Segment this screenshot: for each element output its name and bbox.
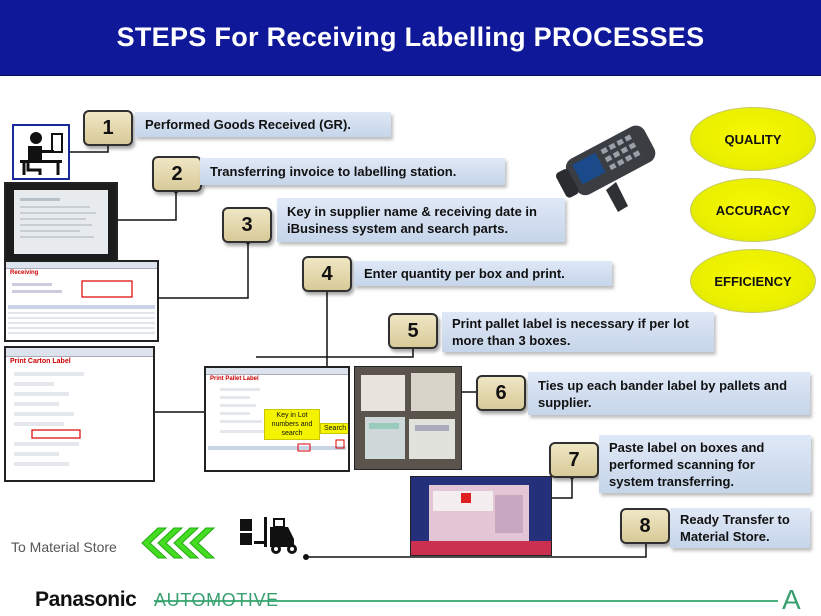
to-material-store-label: To Material Store [11,539,117,555]
title-bar: STEPS For Receiving Labelling PROCESSES [0,0,821,76]
connector-8 [306,540,647,558]
connector-5 [256,345,414,358]
quality-oval: QUALITY [690,107,816,171]
receiving-screen-title: Receiving [10,270,39,276]
pallet-label-note: Key in Lot numbers and search [264,409,320,440]
invoice-photo [4,182,118,263]
step-2-badge: 2 [152,156,202,192]
connector-2 [117,190,177,221]
footer-line [154,600,778,602]
step-1-label: Performed Goods Received (GR). [135,112,391,137]
scanning-photo [410,476,552,556]
connector-7 [551,476,573,499]
carton-label-screen: Print Carton Label [4,346,155,482]
corner-mark: A [782,584,801,615]
pallet-photo [354,366,462,470]
accuracy-oval: ACCURACY [690,178,816,242]
step-7-badge: 7 [549,442,599,478]
green-arrows-icon [140,526,216,560]
desk-worker-icon [12,124,70,180]
step-4-label: Enter quantity per box and print. [354,261,612,286]
efficiency-oval: EFFICIENCY [690,249,816,313]
mobile-scanner-image [548,112,670,216]
step-4-badge: 4 [302,256,352,292]
step-7-label: Paste label on boxes and performed scann… [599,435,811,493]
step-8-label: Ready Transfer to Material Store. [670,508,810,548]
step-1-badge: 1 [83,110,133,146]
pallet-search-note: Search [320,423,348,434]
pallet-label-screen-title: Print Pallet Label [210,376,259,382]
step-5-label: Print pallet label is necessary if per l… [442,312,714,352]
step-8-badge: 8 [620,508,670,544]
connector-3 [158,241,249,299]
receiving-screen: Receiving [4,260,159,342]
step-6-badge: 6 [476,375,526,411]
step-6-label: Ties up each bander label by pallets and… [528,372,810,415]
division-label: AUTOMOTIVE [154,590,279,610]
step-5-badge: 5 [388,313,438,349]
step-3-label: Key in supplier name & receiving date in… [277,198,565,242]
step-2-label: Transferring invoice to labelling statio… [200,158,505,185]
brand-logo: Panasonic [35,588,137,611]
forklift-icon [238,513,304,555]
pallet-label-screen: Print Pallet Label Key in Lot numbers an… [204,366,350,472]
step-3-badge: 3 [222,207,272,243]
page-title: STEPS For Receiving Labelling PROCESSES [116,22,705,52]
carton-label-screen-title: Print Carton Label [10,358,71,365]
